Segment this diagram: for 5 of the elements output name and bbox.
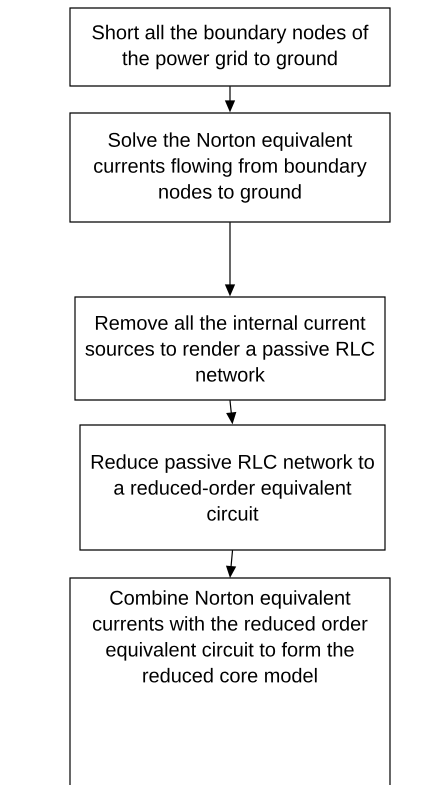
process-box: Combine Norton equivalent currents with the reduced order equivalent circuit to form the reduced core model [69, 577, 391, 785]
process-box: Reduce passive RLC network to a reduced-order equivalent circuit [79, 424, 386, 551]
process-box: Solve the Norton equivalent currents flowing from boundary nodes to ground [69, 112, 391, 223]
process-box: Remove all the internal current sources to render a passive RLC network [74, 296, 386, 401]
process-box: Short all the boundary nodes of the power grid to ground [69, 7, 391, 87]
